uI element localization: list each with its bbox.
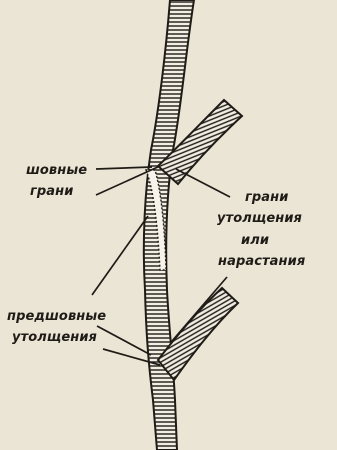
leader-suture-faces-1 — [96, 167, 152, 169]
label-presuture-1: предшовные — [7, 309, 106, 324]
leader-presuture-1 — [92, 216, 148, 295]
label-presuture-2: утолщения — [12, 330, 97, 345]
label-thickening-faces-1: грани — [245, 190, 288, 205]
label-suture-faces-1: шовные — [26, 163, 87, 178]
label-thickening-faces-4: нарастания — [218, 254, 305, 269]
leader-presuture-2 — [97, 326, 151, 355]
label-suture-faces-2: грани — [30, 184, 73, 199]
leader-thickening-faces-1 — [176, 169, 230, 197]
label-thickening-faces-3: или — [241, 233, 269, 248]
main-tracheid-wall — [144, 0, 194, 450]
label-thickening-faces-2: утолщения — [217, 211, 302, 226]
